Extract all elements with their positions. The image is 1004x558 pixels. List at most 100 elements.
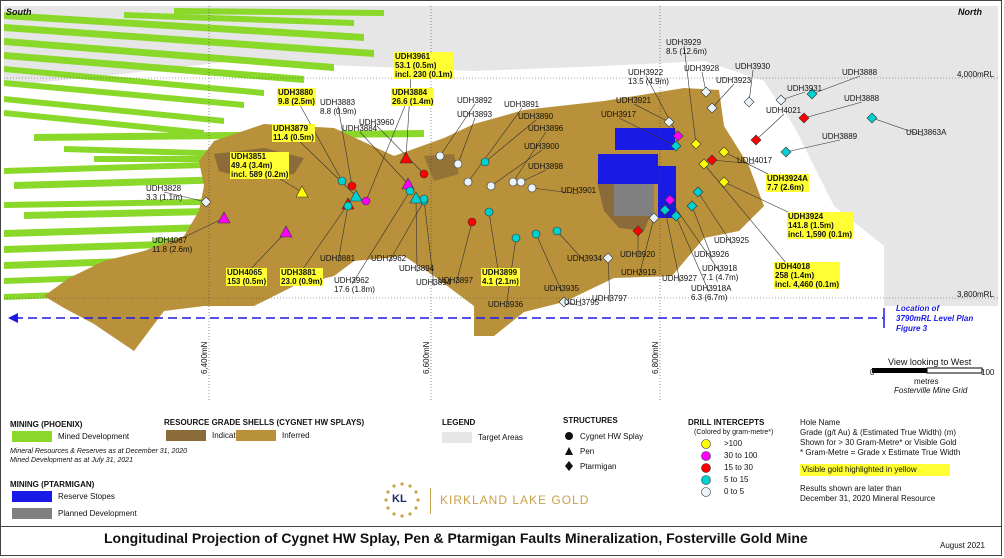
drill-hole-name: UDH3863A xyxy=(906,128,947,137)
drill-hole-label: UDH3917 xyxy=(601,110,636,119)
drill-intercept-mark xyxy=(463,177,473,187)
leader-line xyxy=(675,215,710,293)
drill-intercept-mark xyxy=(405,186,415,196)
drill-hole-name: UDH3962 xyxy=(334,276,370,285)
drill-hole-label: UDH3919 xyxy=(621,268,656,277)
drill-intercept-mark xyxy=(399,151,413,164)
leader-line xyxy=(337,105,353,187)
drill-hole-name: UDH3828 xyxy=(146,184,182,193)
drill-hole-name: UDH3924A xyxy=(766,174,809,183)
drill-hole-result: 7.7 (2.6m) xyxy=(766,183,809,192)
level-plan-arrow xyxy=(8,313,18,323)
drill-hole-name: UDH3925 xyxy=(714,236,750,245)
drill-hole-result: incl. 230 (0.1m) xyxy=(394,70,454,79)
drill-intercept-mark xyxy=(552,226,562,236)
drill-intercept-mark xyxy=(686,200,698,212)
intercept-swatch xyxy=(701,451,711,461)
drill-hole-result: 258 (1.4m) xyxy=(774,271,841,280)
drill-intercept-mark xyxy=(602,252,614,264)
drill-intercept-mark xyxy=(511,233,521,243)
intercept-label: 30 to 100 xyxy=(724,451,758,460)
indicated-swatch xyxy=(166,430,206,441)
drill-hole-result: 23.0 (0.9m) xyxy=(280,277,324,286)
circle-symbol-icon xyxy=(565,432,573,440)
drill-hole-name: UDH3888 xyxy=(842,68,878,77)
drill-intercept-mark xyxy=(659,204,671,216)
leader-line xyxy=(520,169,547,183)
phoenix-note-2: Mined Development as at July 31, 2021 xyxy=(10,457,133,464)
intercept-label: 0 to 5 xyxy=(724,487,745,496)
leader-line xyxy=(457,117,476,165)
view-label: View looking to West xyxy=(888,357,972,367)
drill-hole-label: UDH3891 xyxy=(504,100,539,109)
structure-cygnet: Cygnet HW Splay xyxy=(580,432,644,441)
drill-hole-label: UDH3960 xyxy=(359,118,394,127)
drill-hole-label: UDH3896 xyxy=(528,124,563,133)
grade-shells-title: RESOURCE GRADE SHELLS (CYGNET HW SPLAYS) xyxy=(164,418,365,427)
reserve-stope xyxy=(658,166,676,218)
drill-hole-label: UDH3935 xyxy=(544,284,579,293)
drill-intercept-mark xyxy=(516,177,526,187)
reserve-stope xyxy=(598,154,658,184)
leader-line xyxy=(169,217,225,245)
drill-hole-result: 26.6 (1.4m) xyxy=(391,97,435,106)
drill-hole-name: UDH3892 xyxy=(457,96,493,105)
drill-hole-name: UDH3890 xyxy=(518,112,554,121)
drill-hole-name: UDH3901 xyxy=(561,186,597,195)
leader-line xyxy=(785,139,841,153)
leader-line xyxy=(484,119,537,163)
leader-line xyxy=(388,200,425,263)
drill-hole-name: UDH3919 xyxy=(621,268,657,277)
leader-line xyxy=(455,221,473,285)
drill-intercept-mark xyxy=(648,212,660,224)
drill-hole-name: UDH3935 xyxy=(544,284,580,293)
drill-intercept-mark xyxy=(361,196,371,206)
drill-hole-name: UDH3795 xyxy=(564,298,600,307)
drill-hole-label: UDH3928 xyxy=(684,64,719,73)
drill-intercept-mark xyxy=(780,146,792,158)
scale-unit: metres xyxy=(914,377,939,386)
drill-hole-name: UDH3923 xyxy=(716,76,752,85)
elevation-3800: 3,800mRL xyxy=(957,290,994,299)
drill-intercept-mark xyxy=(664,194,676,206)
figure-title: Longitudinal Projection of Cygnet HW Spl… xyxy=(104,530,808,546)
leader-line xyxy=(423,198,435,287)
level-plan-note-2: 3790mRL Level Plan xyxy=(896,314,974,323)
leader-line xyxy=(683,45,697,145)
drill-intercept-mark xyxy=(718,176,730,188)
drill-intercept-mark xyxy=(527,183,537,193)
drill-hole-name: UDH4018 xyxy=(774,262,841,271)
drill-intercept-mark xyxy=(750,134,762,146)
drill-hole-name: UDH3928 xyxy=(684,64,720,73)
leader-line xyxy=(871,117,925,137)
drill-hole-label: UDH3884 xyxy=(342,124,377,133)
drill-intercept-mark xyxy=(217,211,231,224)
drill-hole-name: UDH3900 xyxy=(524,142,560,151)
drill-hole-label: UDH3934 xyxy=(567,254,602,263)
drill-hole-label: UDH3900 xyxy=(524,142,559,151)
leader-line xyxy=(755,113,785,141)
drill-hole-label: UDH3901 xyxy=(561,186,596,195)
drill-hole-result: 153 (0.5m) xyxy=(226,277,268,286)
leader-line xyxy=(607,257,611,303)
drill-hole-name: UDH3960 xyxy=(359,118,395,127)
drill-intercept-mark xyxy=(409,191,423,204)
drill-hole-label: UDH3920 xyxy=(620,250,655,259)
leader-line xyxy=(467,107,523,183)
drill-intercept-mark xyxy=(743,96,755,108)
drill-hole-name: UDH3929 xyxy=(666,38,702,47)
leader-line xyxy=(748,69,754,103)
scale-bar xyxy=(872,367,983,374)
leader-line xyxy=(556,230,586,263)
phoenix-note-1: Mineral Resources & Reserves as at Decem… xyxy=(10,448,188,455)
drill-hole-result: 4.1 (2.1m) xyxy=(481,277,520,286)
drill-intercept-mark xyxy=(672,130,684,142)
drill-intercept-mark xyxy=(343,201,353,211)
